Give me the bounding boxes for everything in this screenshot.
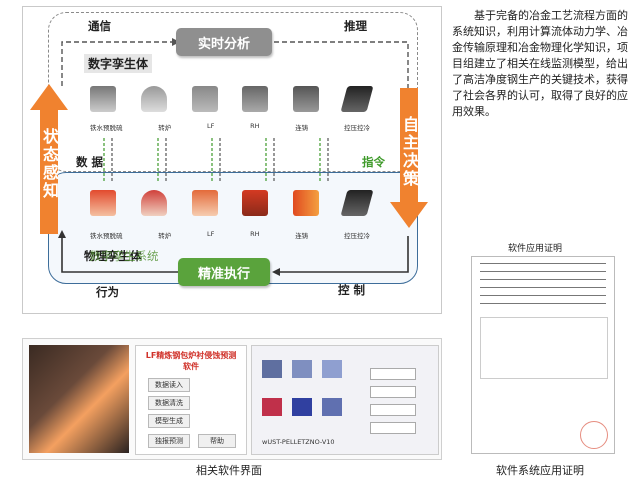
module-icon bbox=[292, 360, 312, 378]
physical-process-labels: 铁水预脱硫 转炉 LF RH 连铸 控压控冷 bbox=[90, 230, 370, 240]
autonomous-decision-text: 自主决策 bbox=[390, 116, 428, 193]
data-read-button[interactable]: 数据读入 bbox=[148, 378, 190, 392]
module-icon bbox=[262, 398, 282, 416]
table-line bbox=[480, 295, 606, 296]
digital-twin-label: 数字孪生体 bbox=[84, 54, 153, 73]
control-label: 控 制 bbox=[338, 283, 366, 297]
software-window-pellet: wUST-PELLETZNO-V10 bbox=[251, 345, 439, 455]
rh-icon bbox=[242, 86, 269, 112]
table-line bbox=[480, 271, 606, 272]
project-description: 基于完备的冶金工艺流程方面的系统知识，利用计算流体动力学、冶金传输原理和冶金物理… bbox=[452, 9, 628, 118]
option-button[interactable] bbox=[370, 386, 416, 398]
autonomous-decision-arrow: 自主决策 bbox=[390, 88, 428, 228]
software-title: LF精炼钢包炉衬侵蚀预测软件 bbox=[145, 351, 237, 371]
predict-button[interactable]: 独报预测 bbox=[148, 434, 190, 448]
step-label: RH bbox=[250, 122, 260, 130]
desulfurization-icon bbox=[90, 190, 116, 216]
module-icon bbox=[322, 360, 342, 378]
action-label: 行为 bbox=[96, 285, 119, 299]
converter-icon bbox=[140, 190, 167, 216]
lf-icon bbox=[191, 190, 218, 216]
model-generate-button[interactable]: 模型生成 bbox=[148, 414, 190, 428]
help-button[interactable]: 帮助 bbox=[198, 434, 236, 448]
module-icon bbox=[262, 360, 282, 378]
table-line bbox=[480, 263, 606, 264]
option-button[interactable] bbox=[370, 404, 416, 416]
software-screens: LF精炼钢包炉衬侵蚀预测软件 数据读入 数据清洗 模型生成 独报预测 帮助 wU… bbox=[22, 338, 442, 460]
step-label: 连铸 bbox=[295, 124, 309, 132]
table-line bbox=[480, 279, 606, 280]
precise-execution-box: 精准执行 bbox=[178, 258, 270, 286]
rh-icon bbox=[242, 190, 269, 216]
state-perception-text: 状态感知 bbox=[30, 128, 68, 205]
option-button[interactable] bbox=[370, 422, 416, 434]
software-caption: 相关软件界面 bbox=[196, 464, 262, 477]
twin-link-arrows bbox=[103, 138, 329, 182]
realtime-analysis-box: 实时分析 bbox=[176, 28, 272, 56]
certificate-document bbox=[471, 256, 615, 454]
command-label: 指令 bbox=[362, 155, 385, 169]
slab-icon bbox=[340, 86, 374, 112]
module-icon bbox=[292, 398, 312, 416]
digital-process-labels: 铁水预脱硫 转炉 LF RH 连铸 控压控冷 bbox=[90, 122, 370, 132]
step-label: 铁水预脱硫 bbox=[90, 124, 123, 132]
lf-icon bbox=[191, 86, 218, 112]
slab-icon bbox=[340, 190, 374, 216]
autonomous-decision-label: 自主决策 bbox=[400, 116, 419, 188]
step-label: 控压控冷 bbox=[343, 232, 370, 240]
software-window-lf: LF精炼钢包炉衬侵蚀预测软件 数据读入 数据清洗 模型生成 独报预测 帮助 bbox=[135, 345, 247, 455]
step-label: LF bbox=[206, 122, 215, 130]
table-line bbox=[480, 287, 606, 288]
casting-icon bbox=[293, 86, 320, 112]
furnace-photo bbox=[29, 345, 129, 453]
digital-process-row bbox=[90, 86, 374, 112]
reason-label: 推理 bbox=[344, 19, 367, 33]
certificate-caption: 软件系统应用证明 bbox=[496, 464, 584, 477]
step-label: 转炉 bbox=[158, 124, 172, 132]
data-clean-button[interactable]: 数据清洗 bbox=[148, 396, 190, 410]
physical-twin-text: 物理孪生体 bbox=[84, 249, 142, 263]
option-button[interactable] bbox=[370, 368, 416, 380]
module-icon bbox=[322, 398, 342, 416]
version-label: wUST-PELLETZNO-V10 bbox=[262, 438, 335, 446]
casting-icon bbox=[293, 190, 320, 216]
certificate-title: 软件应用证明 bbox=[508, 244, 563, 254]
desulfurization-icon bbox=[90, 86, 116, 112]
state-perception-arrow: 状态感知 bbox=[30, 84, 68, 234]
state-perception-label: 状态感知 bbox=[40, 128, 59, 200]
physical-twin-label: 物理孪生体数字孪生系统 bbox=[84, 248, 159, 264]
physical-process-row bbox=[90, 190, 374, 216]
comm-label: 通信 bbox=[88, 19, 111, 33]
step-label: 铁水预脱硫 bbox=[90, 232, 123, 240]
step-label: 连铸 bbox=[295, 232, 309, 240]
step-label: LF bbox=[206, 230, 215, 238]
seal-stamp bbox=[580, 421, 608, 449]
certificate-body bbox=[480, 317, 608, 379]
table-line bbox=[480, 303, 606, 304]
twin-system-text: 数字孪生系统 bbox=[89, 249, 159, 263]
converter-icon bbox=[140, 86, 167, 112]
step-label: 控压控冷 bbox=[343, 124, 370, 132]
step-label: RH bbox=[250, 230, 260, 238]
step-label: 转炉 bbox=[158, 232, 172, 240]
data-label: 数 据 bbox=[76, 155, 104, 169]
